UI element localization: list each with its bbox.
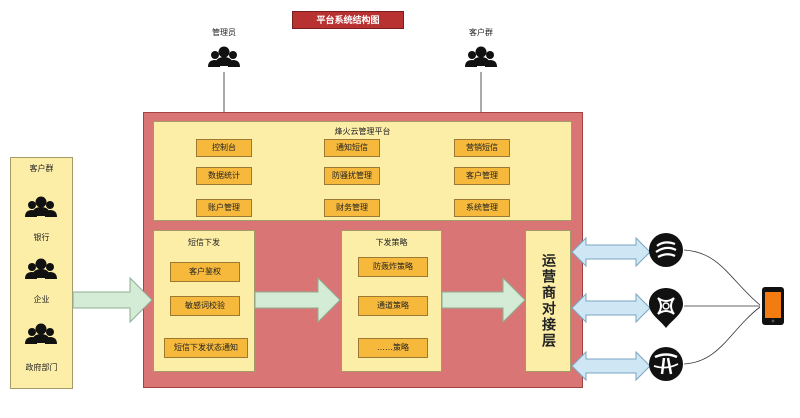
protocol-sgip: SGIP协议 bbox=[592, 301, 628, 310]
sms-item-status: 短信下发状态通知 bbox=[164, 338, 248, 358]
strategy-item-other: ……策略 bbox=[358, 338, 428, 358]
customer-gov-label: 政府部门 bbox=[25, 363, 58, 372]
module-account-mgmt: 账户管理 bbox=[196, 199, 252, 217]
module-console: 控制台 bbox=[196, 139, 252, 157]
module-notice-sms: 通知短信 bbox=[324, 139, 380, 157]
module-marketing-sms: 营销短信 bbox=[454, 139, 510, 157]
customer-enterprise-label: 企业 bbox=[33, 295, 50, 304]
protocol-cmpp: CMPP协议 bbox=[590, 245, 630, 254]
module-data-stats: 数据统计 bbox=[196, 167, 252, 185]
management-platform-title: 烽火云管理平台 bbox=[334, 127, 391, 136]
sms-send-title: 短信下发 bbox=[188, 238, 220, 247]
carrier-layer-panel: 运营商对接层 bbox=[525, 230, 571, 372]
module-anti-harass: 防骚扰管理 bbox=[324, 167, 380, 185]
module-customer-mgmt: 客户管理 bbox=[454, 167, 510, 185]
diagram-title: 平台系统结构图 bbox=[292, 11, 404, 29]
protocol-smgp: SMGP协议 bbox=[590, 359, 630, 368]
customer-group-panel bbox=[10, 157, 73, 389]
module-finance-mgmt: 财务管理 bbox=[324, 199, 380, 217]
strategy-title: 下发策略 bbox=[375, 238, 408, 247]
customer-group-top-label: 客户群 bbox=[469, 28, 493, 37]
module-system-mgmt: 系统管理 bbox=[454, 199, 510, 217]
admin-label: 管理员 bbox=[212, 28, 236, 37]
sms-item-sensitive: 敏感词校验 bbox=[170, 296, 240, 316]
customer-bank-label: 银行 bbox=[33, 233, 50, 242]
customer-person-group-icon bbox=[465, 46, 497, 67]
strategy-item-anti-bomb: 防轰炸策略 bbox=[358, 257, 428, 277]
carrier-layer-label: 运营商对接层 bbox=[540, 253, 556, 349]
strategy-item-channel: 通道策略 bbox=[358, 296, 428, 316]
customer-group-title: 客户群 bbox=[29, 164, 54, 173]
sms-item-auth: 客户鉴权 bbox=[170, 262, 240, 282]
admin-person-group-icon bbox=[208, 46, 240, 67]
